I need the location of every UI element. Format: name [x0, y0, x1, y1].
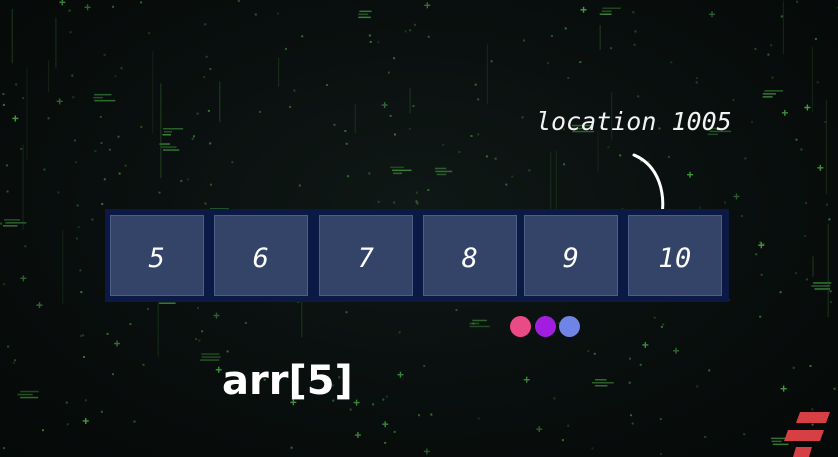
cell-value: 6: [252, 243, 270, 274]
cell-value: 9: [562, 243, 580, 274]
location-annotation: location 1005: [536, 107, 732, 136]
cell-value: 8: [461, 243, 479, 274]
array-cell: 6: [214, 215, 308, 296]
array-cell: 10: [628, 215, 722, 296]
cell-value: 10: [658, 243, 692, 274]
array-label: arr[5]: [222, 358, 353, 404]
indicator-dot: [535, 316, 556, 337]
array-container: 5 6 7 8 9 10: [105, 209, 729, 302]
indicator-dot: [559, 316, 580, 337]
indicator-dot: [510, 316, 531, 337]
cell-value: 5: [148, 243, 166, 274]
array-cell: 9: [524, 215, 618, 296]
array-cell: 8: [423, 215, 517, 296]
array-cell: 7: [319, 215, 413, 296]
brand-logo-icon: [784, 412, 830, 457]
array-cell: 5: [110, 215, 204, 296]
indicator-dots: [509, 315, 583, 339]
cell-value: 7: [357, 243, 375, 274]
